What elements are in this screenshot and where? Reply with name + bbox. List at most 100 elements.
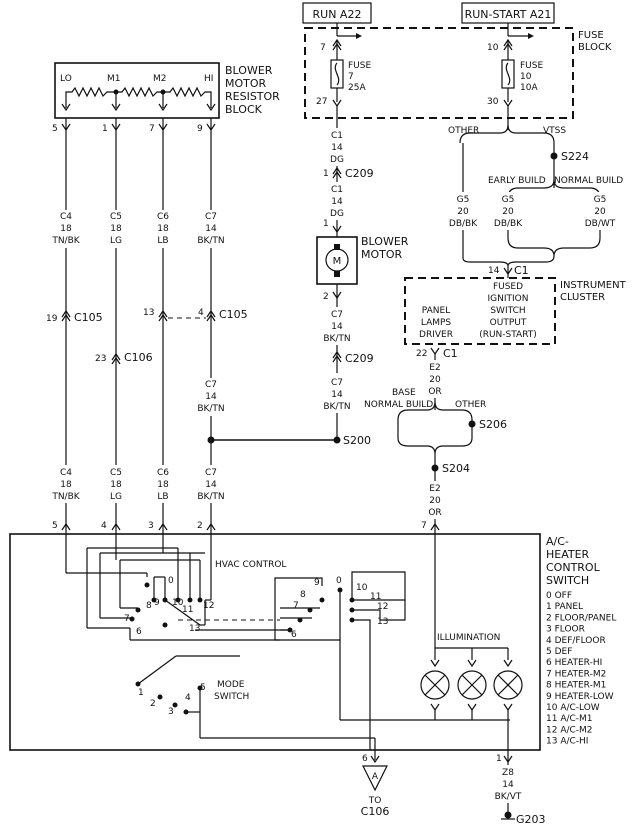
- position-legend-item: 7 HEATER-M2: [546, 669, 606, 679]
- position-legend-item: 0 OFF: [546, 591, 572, 601]
- svg-text:3: 3: [168, 707, 174, 717]
- switch-title-3: CONTROL: [546, 561, 601, 574]
- resistor-tap-hi: HI: [204, 74, 213, 84]
- svg-text:BK/TN: BK/TN: [197, 404, 224, 414]
- fuse-block-outline: [304, 27, 574, 119]
- resistor-pin-9: 9: [197, 124, 203, 134]
- fuse-10: 10 30 FUSE 10 10A: [487, 23, 543, 108]
- svg-text:9: 9: [314, 578, 320, 588]
- svg-text:C6: C6: [157, 468, 169, 478]
- svg-text:1: 1: [138, 688, 144, 698]
- svg-text:BASE: BASE: [392, 388, 416, 398]
- svg-text:LB: LB: [157, 492, 168, 502]
- svg-text:14: 14: [502, 780, 514, 790]
- blower-speed-wiring: [65, 534, 212, 634]
- svg-text:18: 18: [60, 224, 72, 234]
- blower-motor: 1 M 2: [316, 219, 358, 302]
- control-switch-outline: [9, 533, 541, 751]
- svg-text:7: 7: [124, 614, 130, 624]
- svg-text:5: 5: [200, 683, 206, 693]
- svg-text:C4: C4: [60, 212, 72, 222]
- resistor-block-title-1: BLOWER: [225, 64, 273, 77]
- fuse10-pin-bottom: 30: [487, 97, 499, 107]
- svg-text:C106: C106: [124, 351, 153, 364]
- svg-text:4: 4: [185, 693, 191, 703]
- fuse10-line2: 10: [520, 72, 532, 82]
- svg-text:NORMAL BUILD: NORMAL BUILD: [554, 176, 623, 186]
- svg-text:C7: C7: [205, 468, 217, 478]
- mode-switch-label-1: MODE: [217, 680, 245, 690]
- build-branch-2: BASE NORMAL BUILD OTHER S206: [364, 388, 507, 455]
- svg-text:OR: OR: [428, 387, 441, 397]
- resistor-pin-5: 5: [52, 124, 58, 134]
- instrument-cluster-label-1: INSTRUMENT: [560, 280, 627, 291]
- wire-c7-bottom: C7 14 BK/TN: [194, 465, 228, 503]
- position-legend-item: 12 A/C-M2: [546, 725, 593, 735]
- motor-letter: M: [333, 256, 342, 267]
- svg-text:14: 14: [205, 224, 217, 234]
- fuse7-pin-bottom: 27: [316, 97, 327, 107]
- svg-text:C5: C5: [110, 212, 122, 222]
- svg-text:C209: C209: [345, 352, 374, 365]
- run-start-a21-label: RUN-START A21: [465, 8, 552, 21]
- other-merge: [462, 255, 555, 267]
- instrument-cluster-outline: [404, 277, 556, 345]
- wire-e2-top: E2 20 OR: [422, 360, 448, 398]
- left-hvac-switch: 0 8 9 10 11 12 7 6 13 HVAC CONTROL: [124, 560, 286, 637]
- fuse10-pin-top: 10: [487, 43, 499, 53]
- s200-splice: S200: [207, 434, 371, 447]
- svg-text:2: 2: [197, 521, 203, 531]
- right-hvac-switch: 9 0 10 8 11 7 12 6 13: [195, 571, 406, 720]
- wire-c6-top: C6 18 LB: [150, 210, 176, 248]
- svg-text:20: 20: [502, 207, 514, 217]
- run-wire-seg1: C1 14 DG: [322, 128, 352, 166]
- position-legend-item: 6 HEATER-HI: [546, 658, 602, 668]
- svg-text:14: 14: [205, 392, 217, 402]
- fuse-7: 7 27 FUSE 7 25A: [316, 23, 371, 108]
- svg-text:G5: G5: [502, 195, 515, 205]
- svg-text:4: 4: [101, 521, 107, 531]
- wire-g5-mid: G5 20 DB/BK: [493, 192, 523, 230]
- svg-text:7: 7: [421, 521, 427, 531]
- fuse10-line3: 10A: [520, 83, 538, 93]
- svg-text:8: 8: [146, 601, 152, 611]
- wire-c6-bottom: C6 18 LB: [150, 465, 176, 503]
- svg-text:18: 18: [157, 480, 169, 490]
- blower-motor-label-2: MOTOR: [361, 248, 403, 261]
- svg-text:6: 6: [362, 754, 368, 764]
- svg-text:18: 18: [110, 224, 122, 234]
- svg-text:9: 9: [154, 598, 160, 608]
- position-legend-item: 8 HEATER-M1: [546, 681, 606, 691]
- svg-text:LAMPS: LAMPS: [421, 318, 452, 328]
- svg-text:13: 13: [143, 308, 154, 318]
- fuse10-output-branch: OTHER VTSS S224: [448, 106, 589, 258]
- svg-text:EARLY BUILD: EARLY BUILD: [488, 176, 546, 186]
- switch-title-2: HEATER: [546, 548, 590, 561]
- wire-c4-bottom: C4 18 TN/BK: [50, 465, 84, 503]
- svg-text:14: 14: [331, 322, 343, 332]
- svg-text:18: 18: [157, 224, 169, 234]
- motor-out-seg1: C7 14 BK/TN: [320, 307, 354, 345]
- svg-text:DB/WT: DB/WT: [585, 219, 616, 229]
- resistor-tap-m1: M1: [107, 74, 121, 84]
- motor-out-seg2: C7 14 BK/TN: [320, 373, 354, 413]
- svg-text:LB: LB: [157, 236, 168, 246]
- resistor-pin-1: 1: [102, 124, 108, 134]
- svg-text:DG: DG: [330, 155, 344, 165]
- switch-title-4: SWITCH: [546, 574, 589, 587]
- run-a22-label: RUN A22: [313, 8, 362, 21]
- wire-g5-right: G5 20 DB/WT: [585, 192, 616, 230]
- fuse7-line3: 25A: [348, 83, 366, 93]
- svg-text:OTHER: OTHER: [455, 400, 486, 410]
- svg-text:18: 18: [110, 480, 122, 490]
- svg-text:FUSED: FUSED: [493, 282, 523, 292]
- position-legend-item: 5 DEF: [546, 647, 572, 657]
- wire-e2-bottom: E2 20 OR: [422, 481, 448, 519]
- wire-g5-left: G5 20 DB/BK: [448, 192, 478, 230]
- svg-text:PANEL: PANEL: [422, 306, 450, 316]
- resistor-block-title-3: RESISTOR: [225, 90, 280, 103]
- svg-text:3: 3: [148, 521, 154, 531]
- svg-text:E2: E2: [429, 363, 440, 373]
- svg-text:DRIVER: DRIVER: [419, 330, 453, 340]
- svg-text:14: 14: [488, 266, 500, 276]
